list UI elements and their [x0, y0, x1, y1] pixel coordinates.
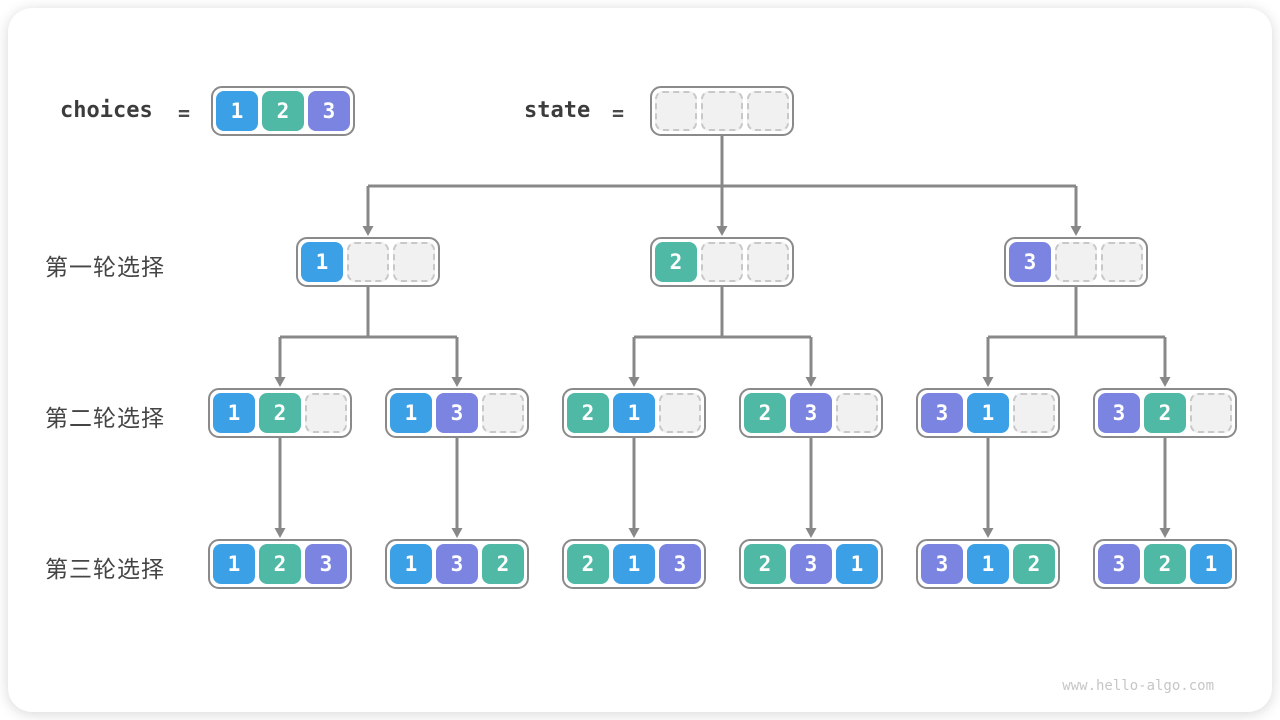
- cell-value: 2: [259, 544, 301, 584]
- cell-value: 3: [436, 544, 478, 584]
- cell-empty: [747, 242, 789, 282]
- cell-value: 2: [744, 544, 786, 584]
- cell-value: 3: [659, 544, 701, 584]
- cell-empty: [659, 393, 701, 433]
- cell-value: 1: [301, 242, 343, 282]
- cell-value: 3: [790, 544, 832, 584]
- cell-value: 3: [790, 393, 832, 433]
- cell-value: 3: [1009, 242, 1051, 282]
- cell-value: 2: [262, 91, 304, 131]
- cell-empty: [655, 91, 697, 131]
- cell-empty: [393, 242, 435, 282]
- cell-value: 2: [482, 544, 524, 584]
- state-label: state: [524, 98, 591, 123]
- cell-empty: [701, 91, 743, 131]
- round-1-label: 第一轮选择: [45, 254, 165, 280]
- cell-value: 1: [213, 393, 255, 433]
- state-node: 2: [650, 237, 794, 287]
- cell-value: 1: [613, 544, 655, 584]
- cell-value: 1: [1190, 544, 1232, 584]
- cell-empty: [482, 393, 524, 433]
- cell-empty: [1101, 242, 1143, 282]
- cell-empty: [1190, 393, 1232, 433]
- cell-value: 3: [305, 544, 347, 584]
- cell-value: 1: [390, 544, 432, 584]
- cell-value: 1: [836, 544, 878, 584]
- choices-label: choices: [60, 98, 153, 123]
- cell-empty: [747, 91, 789, 131]
- cell-empty: [347, 242, 389, 282]
- cell-value: 2: [744, 393, 786, 433]
- cell-empty: [305, 393, 347, 433]
- cell-value: 1: [613, 393, 655, 433]
- cell-value: 2: [1144, 393, 1186, 433]
- cell-value: 2: [567, 544, 609, 584]
- cell-value: 2: [1013, 544, 1055, 584]
- cell-value: 3: [1098, 544, 1140, 584]
- cell-value: 2: [655, 242, 697, 282]
- cell-value: 1: [216, 91, 258, 131]
- cell-value: 3: [308, 91, 350, 131]
- cell-value: 3: [921, 544, 963, 584]
- state-array: [650, 86, 794, 136]
- cell-value: 2: [567, 393, 609, 433]
- state-node: 1: [296, 237, 440, 287]
- cell-value: 1: [213, 544, 255, 584]
- cell-empty: [1055, 242, 1097, 282]
- round-3-label: 第三轮选择: [45, 556, 165, 582]
- state-equals-sign: =: [612, 101, 625, 125]
- cell-value: 3: [1098, 393, 1140, 433]
- cell-value: 2: [259, 393, 301, 433]
- state-node: 3: [1004, 237, 1148, 287]
- round-2-label: 第二轮选择: [45, 405, 165, 431]
- choices-equals-sign: =: [178, 101, 191, 125]
- cell-value: 1: [967, 393, 1009, 433]
- cell-value: 1: [967, 544, 1009, 584]
- cell-value: 3: [921, 393, 963, 433]
- cell-value: 1: [390, 393, 432, 433]
- cell-empty: [836, 393, 878, 433]
- cell-value: 3: [436, 393, 478, 433]
- watermark: www.hello-algo.com: [1062, 678, 1214, 694]
- cell-empty: [1013, 393, 1055, 433]
- cell-value: 2: [1144, 544, 1186, 584]
- cell-empty: [701, 242, 743, 282]
